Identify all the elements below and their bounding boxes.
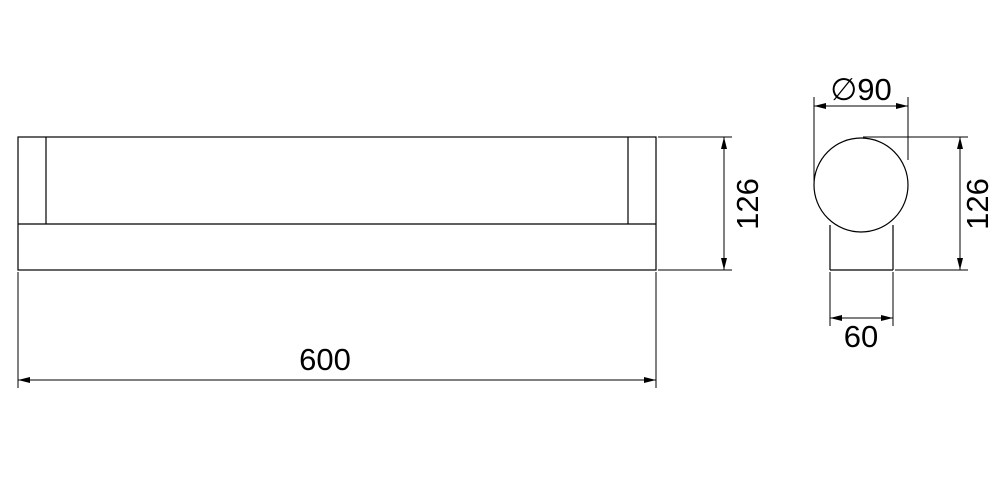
arrowhead-left — [830, 315, 842, 321]
arrowhead-top — [957, 137, 963, 149]
arrowhead-right — [644, 377, 656, 383]
front-height-dimension: 126 — [658, 136, 765, 271]
front-length-label: 600 — [299, 342, 351, 377]
arrowhead-left — [18, 377, 30, 383]
front-view — [17, 136, 657, 271]
side-view — [813, 137, 909, 271]
side-height-label: 126 — [960, 178, 995, 230]
arrowhead-left — [814, 103, 826, 109]
side-base-label: 60 — [844, 319, 878, 354]
side-height-dimension: 126 — [863, 136, 995, 271]
front-height-label: 126 — [730, 178, 765, 230]
side-diameter-label: ∅90 — [830, 72, 892, 107]
front-outline — [17, 136, 657, 271]
arrowhead-bottom — [721, 258, 727, 270]
front-length-dimension: 600 — [17, 272, 657, 388]
arrowhead-top — [721, 137, 727, 149]
arrowhead-right — [896, 103, 908, 109]
side-base-dimension: 60 — [829, 272, 894, 354]
arrowhead-bottom — [957, 258, 963, 270]
side-round-head — [813, 137, 909, 233]
arrowhead-right — [881, 315, 893, 321]
side-diameter-dimension: ∅90 — [813, 72, 909, 182]
